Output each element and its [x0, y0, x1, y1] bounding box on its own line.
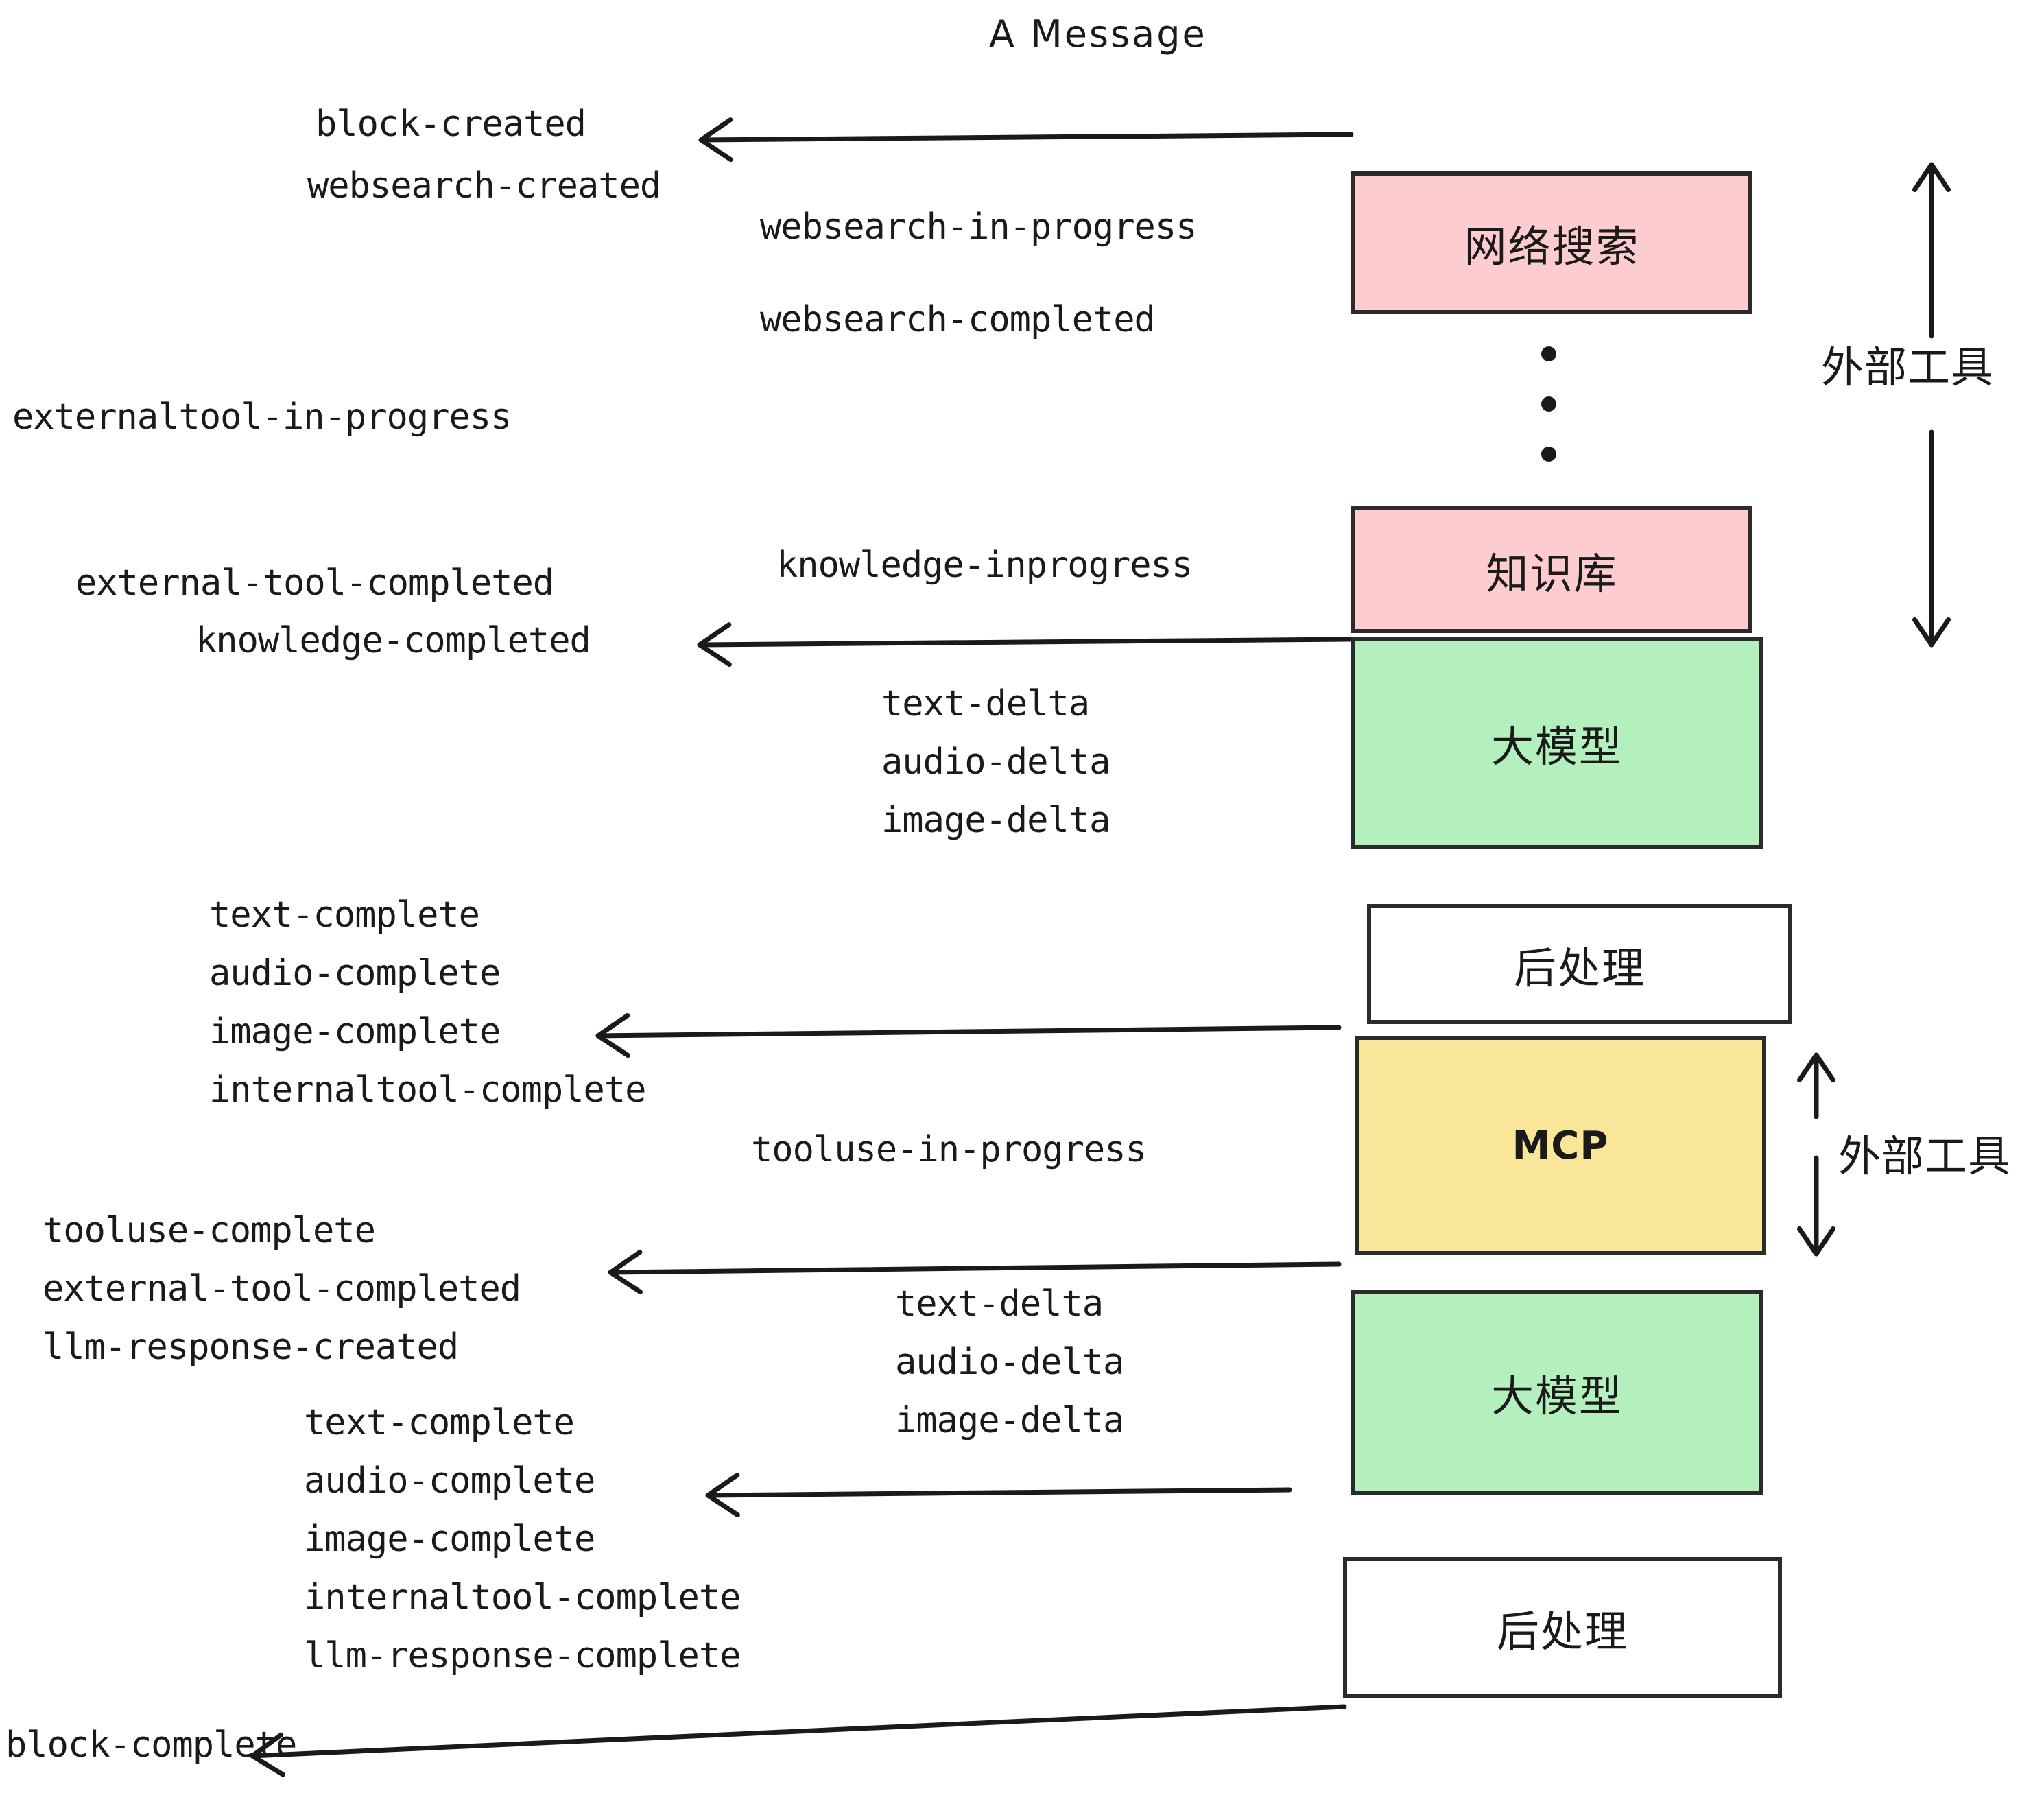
node-label-websearch: 网络搜索 — [1464, 222, 1640, 272]
event-label-internaltool-complete-1: internaltool-complete — [209, 1069, 646, 1111]
event-label-audio-complete-1: audio-complete — [209, 953, 501, 994]
node-label-knowledge: 知识库 — [1486, 548, 1618, 599]
event-label-block-created: block-created — [316, 104, 586, 145]
ellipsis-dot-1 — [1541, 346, 1556, 361]
event-label-external-tool-completed-1: external-tool-completed — [75, 562, 554, 604]
event-label-image-complete-2: image-complete — [304, 1519, 595, 1560]
node-mcp: MCP — [1355, 1036, 1766, 1255]
node-label-llm-2: 大模型 — [1490, 1371, 1623, 1421]
event-label-internaltool-complete-2: internaltool-complete — [304, 1577, 741, 1618]
node-postproc-2: 后处理 — [1343, 1557, 1782, 1698]
event-label-llm-response-created: llm-response-created — [43, 1327, 459, 1368]
event-label-block-complete: block-complete — [5, 1724, 297, 1766]
event-label-websearch-in-progress: websearch-in-progress — [760, 206, 1197, 248]
arrow-mcp-to-tooluse-complete-head — [608, 1250, 643, 1295]
page-title: A Message — [989, 12, 1207, 56]
event-label-tooluse-in-progress: tooluse-in-progress — [751, 1129, 1147, 1170]
event-label-websearch-created: websearch-created — [307, 165, 661, 206]
node-label-mcp: MCP — [1512, 1123, 1609, 1168]
arrow-websearch-to-block-created-line — [698, 132, 1354, 143]
node-websearch: 网络搜索 — [1351, 171, 1752, 314]
side-label-external-tools-top: 外部工具 — [1821, 342, 1995, 392]
arrow-llm2-to-audio-complete-head — [705, 1473, 740, 1518]
event-label-text-delta-2: text-delta — [895, 1283, 1104, 1325]
arrow-knowledge-to-completed-line — [697, 637, 1353, 648]
event-label-text-delta-1: text-delta — [881, 683, 1090, 724]
side-label-external-tools-bottom: 外部工具 — [1838, 1131, 2012, 1181]
event-label-websearch-completed: websearch-completed — [760, 299, 1156, 340]
event-label-tooluse-complete: tooluse-complete — [43, 1210, 376, 1251]
external-tools-arrow-top-up-head — [1912, 162, 1951, 193]
node-llm-2: 大模型 — [1351, 1290, 1763, 1495]
event-label-llm-response-complete: llm-response-complete — [304, 1635, 741, 1676]
event-label-image-delta-2: image-delta — [895, 1400, 1124, 1441]
event-label-text-complete-2: text-complete — [304, 1402, 575, 1443]
event-label-audio-delta-1: audio-delta — [881, 741, 1110, 783]
arrow-knowledge-to-completed-head — [697, 622, 732, 667]
node-label-postproc-1: 后处理 — [1513, 942, 1645, 993]
external-tools-arrow-top-down-head — [1912, 617, 1951, 648]
node-label-llm-1: 大模型 — [1490, 722, 1623, 772]
external-tools-arrow-bot-down-head — [1796, 1226, 1836, 1257]
node-label-postproc-2: 后处理 — [1496, 1606, 1628, 1657]
arrow-websearch-to-block-created-head — [698, 117, 733, 163]
arrow-llm2-to-audio-complete-line — [705, 1487, 1292, 1498]
event-label-externaltool-in-progress: externaltool-in-progress — [12, 396, 512, 438]
node-knowledge: 知识库 — [1351, 506, 1752, 633]
arrow-postproc1-to-image-complete-line — [595, 1025, 1342, 1039]
external-tools-arrow-bot-up-head — [1796, 1052, 1836, 1083]
ellipsis-dot-2 — [1541, 396, 1556, 412]
ellipsis-dot-3 — [1541, 447, 1556, 462]
event-label-image-delta-1: image-delta — [881, 800, 1110, 841]
event-label-image-complete-1: image-complete — [209, 1011, 501, 1052]
event-label-external-tool-completed-2: external-tool-completed — [43, 1268, 521, 1309]
event-label-text-complete-1: text-complete — [209, 894, 480, 936]
node-postproc-1: 后处理 — [1367, 904, 1792, 1024]
event-label-knowledge-completed: knowledge-completed — [195, 620, 591, 661]
arrow-mcp-to-tooluse-complete-line — [608, 1261, 1342, 1275]
arrow-postproc1-to-image-complete-head — [595, 1013, 630, 1058]
event-label-audio-complete-2: audio-complete — [304, 1460, 595, 1502]
event-label-knowledge-inprogress: knowledge-inprogress — [776, 545, 1193, 586]
node-llm-1: 大模型 — [1351, 637, 1763, 849]
event-label-audio-delta-2: audio-delta — [895, 1342, 1124, 1383]
arrow-postproc2-to-block-complete-line — [250, 1704, 1347, 1759]
